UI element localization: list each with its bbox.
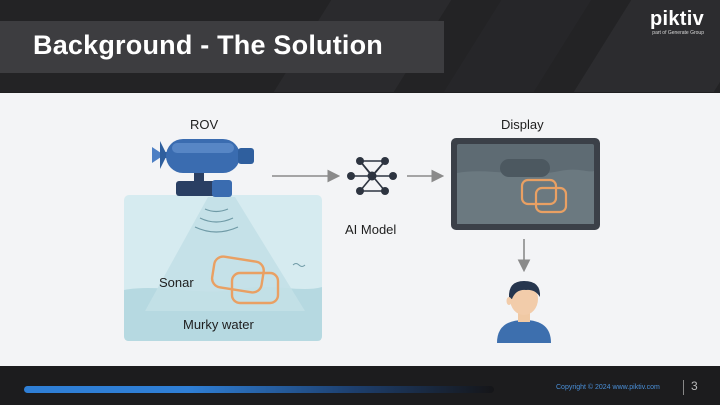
page-number: 3: [691, 379, 698, 393]
murky-water-label: Murky water: [183, 317, 254, 332]
ai-network-icon: [347, 157, 397, 195]
wave-icon: [292, 263, 306, 267]
sonar-beam: [145, 197, 305, 311]
title-box: [0, 21, 444, 73]
diagram-area: ROV Display AI Model Sonar Murky water: [0, 93, 720, 366]
rov-label: ROV: [190, 117, 219, 132]
slide-title: Background - The Solution: [33, 30, 383, 60]
display-monitor-icon: [451, 138, 600, 230]
detected-object-icon: [210, 255, 280, 305]
company-logo: piktiv part of Generate Group: [650, 9, 704, 36]
copyright-text: Copyright © 2024 www.piktiv.com: [556, 384, 660, 391]
solution-diagram: [124, 138, 600, 343]
logo-wordmark: piktiv: [649, 8, 704, 30]
user-avatar-icon: [497, 281, 551, 343]
rov-submarine-icon: [152, 139, 254, 197]
footer-divider: [683, 380, 684, 395]
display-label: Display: [501, 117, 544, 132]
sonar-label: Sonar: [159, 275, 194, 290]
sonar-wave-icon: [194, 208, 239, 233]
footer-band: Copyright © 2024 www.piktiv.com 3: [0, 366, 720, 405]
ai-model-label: AI Model: [345, 222, 397, 237]
slide-progress-bar: [24, 386, 494, 393]
logo-tagline: part of Generate Group: [652, 30, 704, 36]
